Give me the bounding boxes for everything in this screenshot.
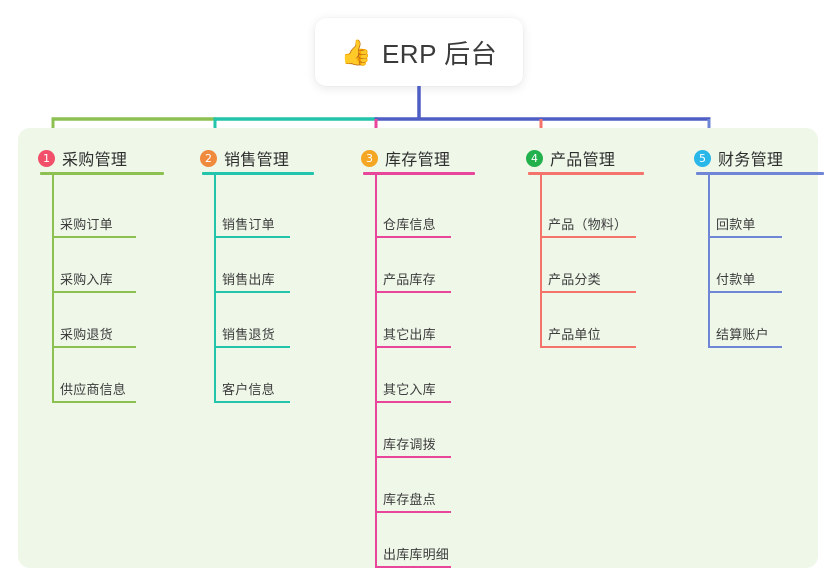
- branch-spine-5: [708, 175, 710, 347]
- leaf-rule: [52, 346, 136, 348]
- leaf-item[interactable]: 产品（物料）: [548, 217, 628, 232]
- leaf-item[interactable]: 产品库存: [383, 272, 436, 287]
- leaf-item[interactable]: 仓库信息: [383, 217, 436, 232]
- thumbs-up-icon: 👍: [340, 37, 372, 67]
- leaf-rule: [708, 236, 782, 238]
- leaf-item[interactable]: 库存调拨: [383, 437, 436, 452]
- branch-header-rule-4: [528, 172, 644, 175]
- leaf-rule: [375, 291, 451, 293]
- branch-title-3: 库存管理: [385, 152, 451, 169]
- leaf-item[interactable]: 采购订单: [60, 217, 113, 232]
- leaf-item[interactable]: 其它出库: [383, 327, 436, 342]
- leaf-rule: [214, 401, 290, 403]
- leaf-rule: [214, 236, 290, 238]
- leaf-rule: [540, 236, 636, 238]
- branch-header-1[interactable]: 1 采购管理: [38, 146, 127, 170]
- leaf-item[interactable]: 结算账户: [716, 327, 769, 342]
- branch-title-5: 财务管理: [718, 152, 784, 169]
- leaf-item[interactable]: 客户信息: [222, 382, 275, 397]
- branch-spine-2: [214, 175, 216, 402]
- branch-badge-2: 2: [200, 149, 217, 167]
- leaf-item[interactable]: 产品单位: [548, 327, 601, 342]
- branch-title-1: 采购管理: [62, 152, 128, 169]
- leaf-rule: [52, 291, 136, 293]
- root-node-label: ERP 后台: [381, 38, 498, 69]
- branch-header-2[interactable]: 2 销售管理: [200, 146, 289, 170]
- leaf-item[interactable]: 其它入库: [383, 382, 436, 397]
- leaf-rule: [52, 236, 136, 238]
- leaf-rule: [375, 456, 451, 458]
- branch-title-4: 产品管理: [550, 152, 616, 169]
- leaf-rule: [214, 346, 290, 348]
- branch-badge-5: 5: [694, 149, 711, 167]
- leaf-rule: [540, 346, 636, 348]
- leaf-item[interactable]: 出库库明细: [383, 547, 450, 562]
- leaf-item[interactable]: 回款单: [716, 217, 756, 232]
- branch-header-rule-3: [363, 172, 475, 175]
- branch-columns: 1 采购管理采购订单采购入库采购退货供应商信息 2 销售管理销售订单销售出库销售退货客…: [18, 128, 824, 568]
- leaf-rule: [708, 291, 782, 293]
- branch-panel: [18, 128, 818, 568]
- leaf-rule: [375, 346, 451, 348]
- leaf-rule: [540, 291, 636, 293]
- branch-badge-3: 3: [361, 149, 378, 167]
- leaf-item[interactable]: 付款单: [716, 272, 756, 287]
- leaf-item[interactable]: 采购入库: [60, 272, 113, 287]
- leaf-item[interactable]: 销售订单: [222, 217, 275, 232]
- leaf-item[interactable]: 产品分类: [548, 272, 601, 287]
- branch-spine-1: [52, 175, 54, 402]
- leaf-item[interactable]: 销售退货: [222, 327, 275, 342]
- leaf-rule: [375, 511, 451, 513]
- leaf-rule: [375, 566, 451, 568]
- branch-badge-1: 1: [38, 149, 55, 167]
- leaf-rule: [375, 401, 451, 403]
- branch-header-4[interactable]: 4 产品管理: [526, 146, 615, 170]
- branch-spine-3: [375, 175, 377, 567]
- root-node[interactable]: 👍 ERP 后台: [315, 18, 523, 86]
- leaf-rule: [708, 346, 782, 348]
- leaf-rule: [375, 236, 451, 238]
- branch-badge-4: 4: [526, 149, 543, 167]
- leaf-rule: [52, 401, 136, 403]
- branch-header-rule-5: [696, 172, 824, 175]
- leaf-item[interactable]: 供应商信息: [60, 382, 127, 397]
- branch-title-2: 销售管理: [224, 152, 290, 169]
- branch-header-5[interactable]: 5 财务管理: [694, 146, 783, 170]
- branch-header-rule-1: [40, 172, 164, 175]
- leaf-item[interactable]: 库存盘点: [383, 492, 436, 507]
- branch-spine-4: [540, 175, 542, 347]
- leaf-item[interactable]: 销售出库: [222, 272, 275, 287]
- leaf-rule: [214, 291, 290, 293]
- branch-header-3[interactable]: 3 库存管理: [361, 146, 450, 170]
- branch-header-rule-2: [202, 172, 314, 175]
- leaf-item[interactable]: 采购退货: [60, 327, 113, 342]
